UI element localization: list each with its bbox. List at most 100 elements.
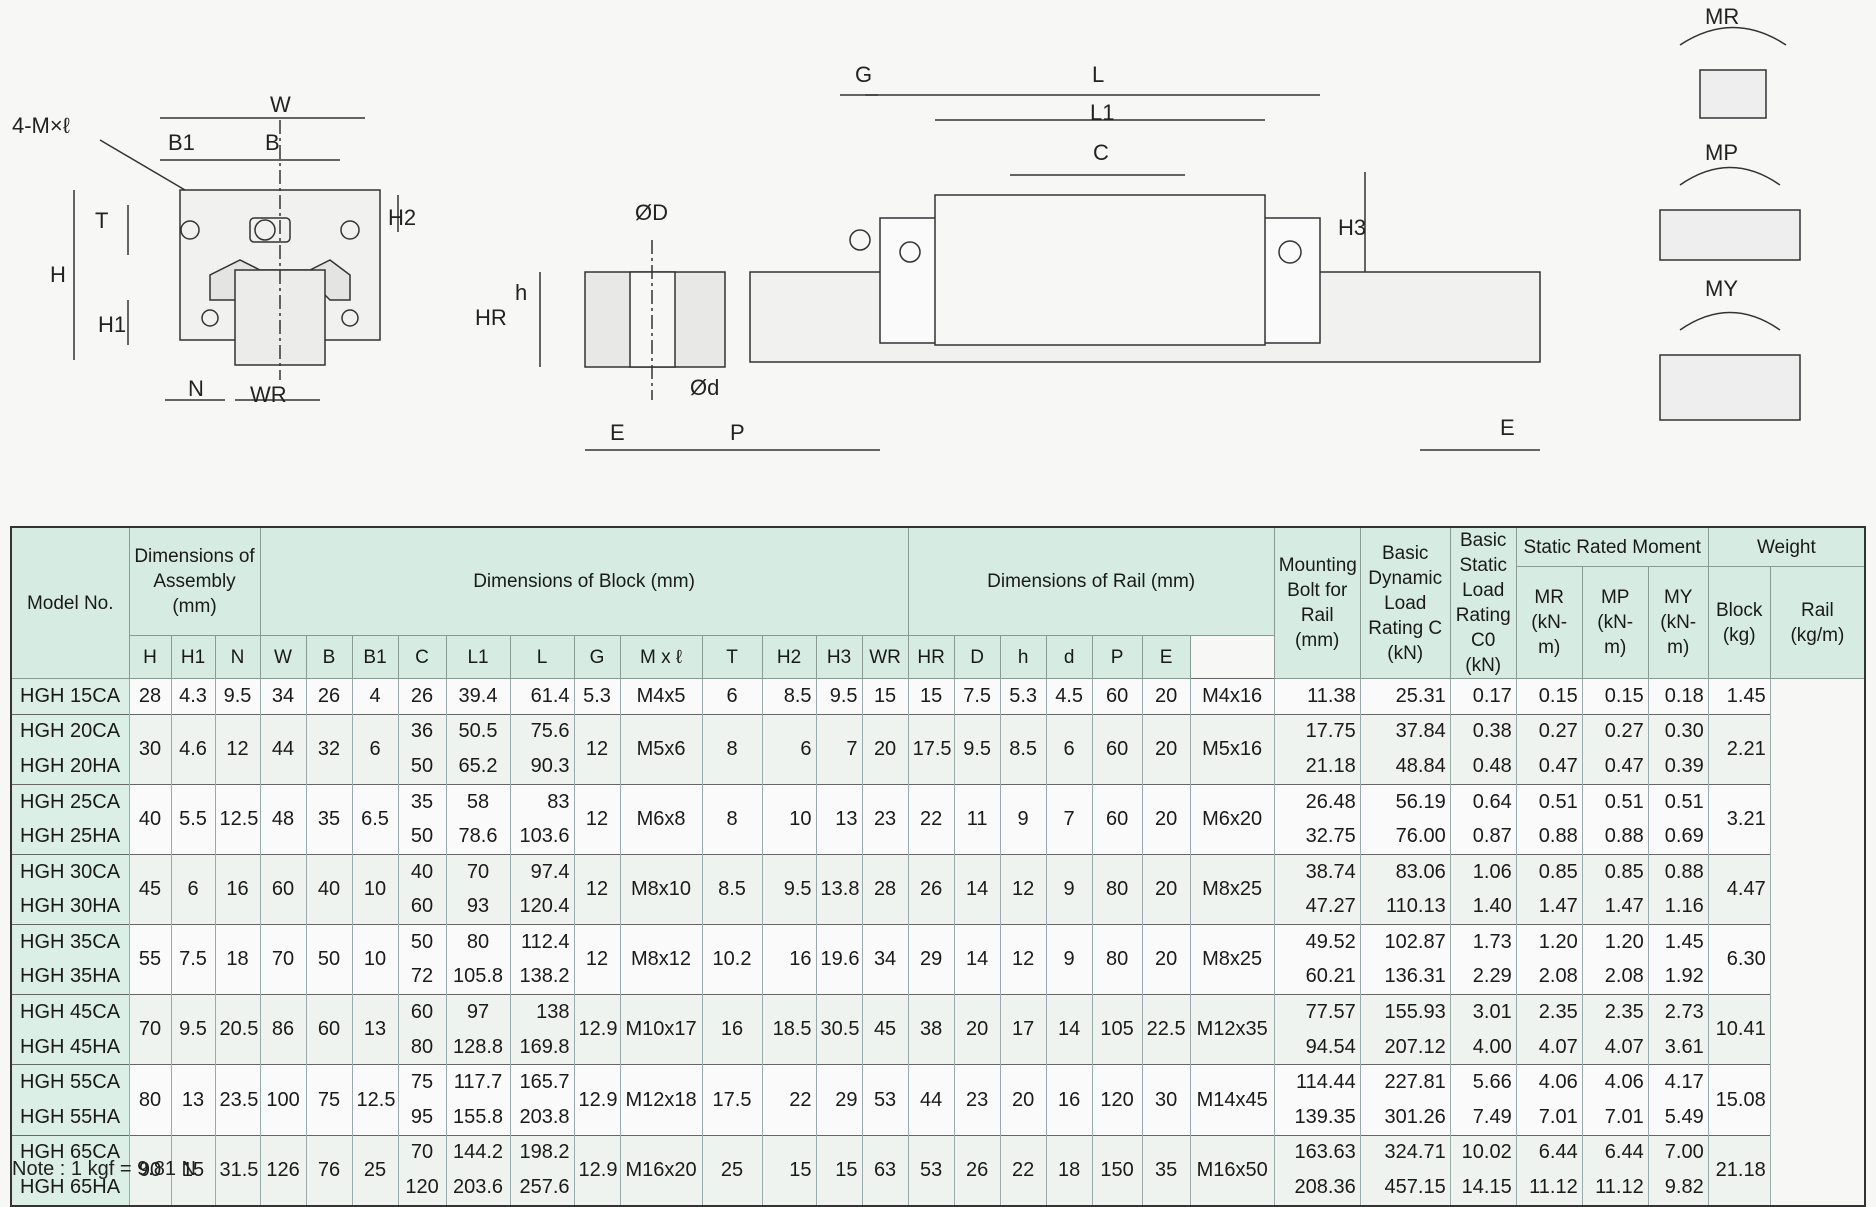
table-cell: 139.35 [1273, 1100, 1361, 1136]
table-cell: 53 [907, 1134, 955, 1206]
subheader-col: d [1045, 635, 1093, 679]
table-cell: 53 [861, 1064, 909, 1136]
table-cell: 7 [815, 713, 863, 785]
subheader-col: HR [907, 635, 955, 679]
table-cell: 120.4 [509, 889, 575, 925]
table-cell: 70 [259, 924, 307, 995]
table-cell: 0.27 [1515, 713, 1583, 750]
table-cell: 60 [305, 994, 353, 1065]
table-cell: M8x10 [619, 853, 703, 925]
header-my: MY (kN-m) [1647, 566, 1709, 679]
table-cell: 138.2 [509, 959, 575, 995]
table-cell: 0.39 [1647, 749, 1709, 785]
header-bolt: Mounting Bolt for Rail (mm) [1273, 526, 1361, 679]
table-cell: M4x16 [1189, 678, 1275, 715]
subheader-col: B1 [351, 635, 399, 679]
table-cell: 5.3 [999, 678, 1047, 715]
table-cell: 12 [999, 924, 1047, 995]
table-cell: 26 [305, 678, 353, 715]
table-cell: 35 [397, 783, 447, 820]
label-mxl: 4-M×ℓ [12, 113, 71, 138]
table-cell: 324.71 [1359, 1134, 1451, 1171]
table-cell: HGH 25HA [10, 819, 130, 855]
table-cell: 12 [573, 713, 621, 785]
table-cell: 13 [351, 994, 399, 1065]
table-cell: 9 [999, 783, 1047, 855]
table-cell: 80 [445, 924, 511, 960]
table-cell: 70 [445, 853, 511, 890]
table-cell: 0.88 [1647, 853, 1709, 890]
table-cell: 17.5 [907, 713, 955, 785]
table-cell: 16 [1045, 1064, 1093, 1136]
table-cell: HGH 45CA [10, 994, 130, 1030]
table-cell: 11.12 [1515, 1170, 1583, 1206]
table-cell: 36 [397, 713, 447, 750]
table-cell: 6 [701, 678, 763, 715]
table-cell: 8.5 [999, 713, 1047, 785]
table-cell: 22 [907, 783, 955, 855]
table-cell: 80 [1091, 853, 1143, 925]
table-cell: 7.00 [1647, 1134, 1709, 1171]
table-cell: 1.16 [1647, 889, 1709, 925]
table-cell: 21.18 [1707, 1134, 1771, 1206]
table-cell: M6x8 [619, 783, 703, 855]
table-cell: 20 [1141, 678, 1191, 715]
table-cell: 34 [861, 924, 909, 995]
table-cell: 301.26 [1359, 1100, 1451, 1136]
table-cell: 15.08 [1707, 1064, 1771, 1136]
table-cell: 61.4 [509, 678, 575, 715]
table-cell: 203.8 [509, 1100, 575, 1136]
table-cell: 136.31 [1359, 959, 1451, 995]
table-cell: 19.6 [815, 924, 863, 995]
header-mr: MR (kN-m) [1515, 566, 1583, 679]
label-hr: HR [475, 305, 507, 330]
table-cell: 0.69 [1647, 819, 1709, 855]
subheader-col: H [128, 635, 172, 679]
label-my: MY [1705, 276, 1738, 301]
table-cell: 103.6 [509, 819, 575, 855]
table-cell: 165.7 [509, 1064, 575, 1100]
table-cell: 1.45 [1707, 678, 1771, 715]
table-cell: 257.6 [509, 1170, 575, 1206]
table-cell: 97 [445, 994, 511, 1030]
table-cell: 80 [397, 1029, 447, 1065]
table-cell: 16 [701, 994, 763, 1065]
table-cell: 70 [128, 994, 172, 1065]
table-cell: M8x25 [1189, 853, 1275, 925]
table-cell: 32 [305, 713, 353, 785]
table-cell: 20 [861, 713, 909, 785]
table-cell: 15 [861, 678, 909, 715]
table-cell: 5.66 [1449, 1064, 1517, 1100]
table-cell: M10x17 [619, 994, 703, 1065]
table-cell: 80 [128, 1064, 172, 1136]
table-cell: 0.47 [1515, 749, 1583, 785]
table-cell: 15 [907, 678, 955, 715]
table-cell: 25 [701, 1134, 763, 1206]
table-cell: 4.06 [1581, 1064, 1649, 1100]
table-cell: 10.02 [1449, 1134, 1517, 1171]
table-cell: 37.84 [1359, 713, 1451, 750]
label-g: G [855, 62, 872, 87]
table-cell: 26 [397, 678, 447, 715]
table-cell: M12x35 [1189, 994, 1275, 1065]
label-h: H [50, 262, 66, 287]
table-cell: 20 [953, 994, 1001, 1065]
table-cell: 60 [259, 853, 307, 925]
table-cell: 9.5 [761, 853, 817, 925]
table-cell: 13.8 [815, 853, 863, 925]
table-cell: 4.06 [1515, 1064, 1583, 1100]
table-cell: 75 [397, 1064, 447, 1100]
table-cell: 2.73 [1647, 994, 1709, 1030]
table-cell: 25 [351, 1134, 399, 1206]
table-cell: HGH 15CA [10, 678, 130, 715]
table-cell: 105.8 [445, 959, 511, 995]
table-cell: 9.5 [953, 713, 1001, 785]
table-cell: 12 [573, 853, 621, 925]
table-cell: 49.52 [1273, 924, 1361, 960]
table-cell: 40 [305, 853, 353, 925]
table-cell: 3.01 [1449, 994, 1517, 1030]
table-cell: 14 [953, 853, 1001, 925]
label-t: T [95, 208, 108, 233]
